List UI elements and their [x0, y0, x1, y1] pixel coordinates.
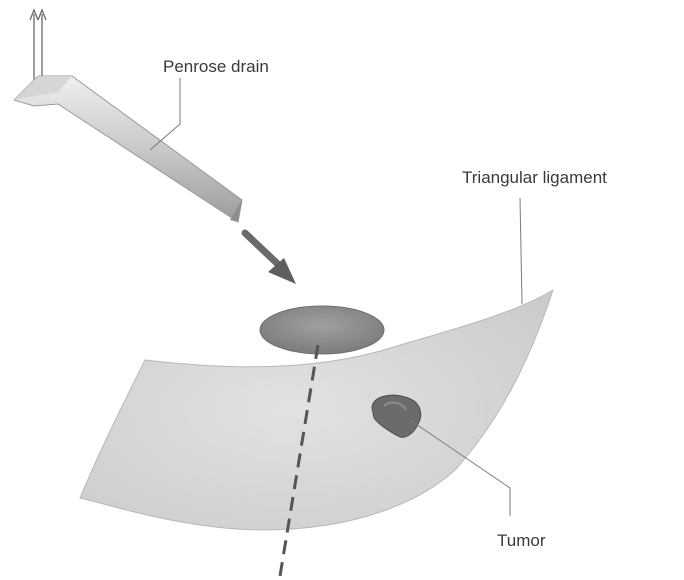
traction-arrows: [30, 10, 46, 80]
direction-arrow: [245, 233, 296, 284]
tumor-label: Tumor: [497, 531, 546, 550]
triangular-ligament-label: Triangular ligament: [462, 168, 607, 187]
ligament-opening: [260, 306, 384, 354]
penrose-drain: [14, 76, 242, 222]
triangular-ligament-leader: [520, 198, 522, 304]
penrose-drain-label: Penrose drain: [163, 57, 269, 76]
